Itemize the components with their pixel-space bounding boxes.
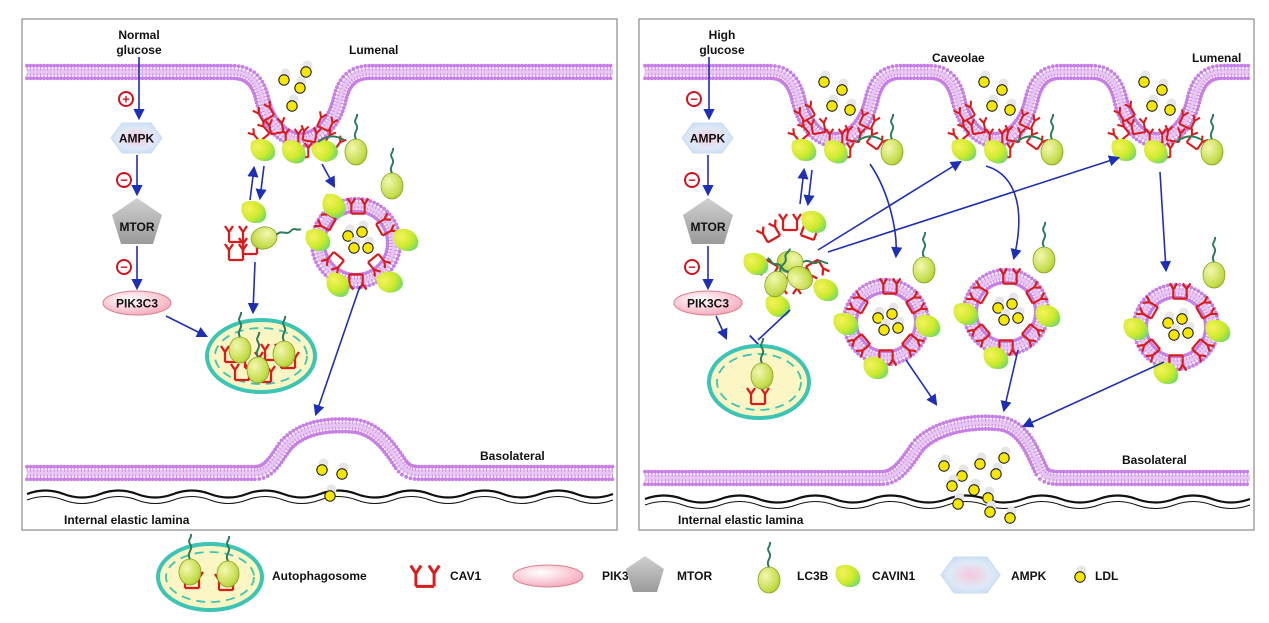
svg-text:−: − bbox=[120, 173, 128, 188]
right-pik3c3-sign: − bbox=[685, 260, 699, 275]
svg-text:−: − bbox=[688, 260, 696, 275]
legend-autophagosome-icon bbox=[158, 544, 262, 610]
right-mtor-sign: − bbox=[685, 173, 699, 188]
legend-autophagosome-label: Autophagosome bbox=[272, 569, 367, 583]
left-pik3c3-label: PIK3C3 bbox=[116, 297, 158, 311]
right-pik3c3-label: PIK3C3 bbox=[687, 297, 729, 311]
svg-text:−: − bbox=[688, 173, 696, 188]
right-mtor-label: MTOR bbox=[690, 220, 725, 234]
legend-ampk-icon bbox=[941, 557, 1000, 593]
legend-cav1-label: CAV1 bbox=[450, 569, 481, 583]
legend-lc3b-icon bbox=[758, 542, 780, 593]
legend-mtor-icon bbox=[626, 556, 664, 592]
legend-pik3c3-icon bbox=[513, 565, 583, 587]
right-lumenal-label: Lumenal bbox=[1192, 51, 1241, 65]
right-ampk-sign: − bbox=[687, 92, 701, 107]
legend-lc3b-label: LC3B bbox=[797, 569, 829, 583]
legend-ampk-label: AMPK bbox=[1011, 569, 1047, 583]
left-mtor-sign: − bbox=[117, 173, 131, 188]
right-lamina-label: Internal elastic lamina bbox=[678, 513, 804, 527]
left-pik3c3-sign: − bbox=[117, 260, 131, 275]
left-stimulus-line2: glucose bbox=[116, 43, 162, 57]
left-lumenal-label: Lumenal bbox=[349, 43, 398, 57]
legend-ldl-icon bbox=[1075, 566, 1087, 583]
left-mtor-label: MTOR bbox=[119, 220, 154, 234]
left-ampk-label: AMPK bbox=[119, 132, 155, 146]
legend-ldl-label: LDL bbox=[1095, 569, 1118, 583]
left-stimulus-line1: Normal bbox=[118, 28, 159, 42]
legend-mtor-label: MTOR bbox=[677, 569, 712, 583]
left-basolateral-label: Basolateral bbox=[480, 449, 545, 463]
legend-cavin1-icon bbox=[835, 565, 860, 587]
right-caveolae-label: Caveolae bbox=[932, 51, 985, 65]
svg-text:−: − bbox=[690, 92, 698, 107]
right-ampk-label: AMPK bbox=[690, 132, 726, 146]
svg-text:−: − bbox=[120, 260, 128, 275]
right-basolateral-label: Basolateral bbox=[1122, 453, 1187, 467]
legend-cav1-icon bbox=[411, 566, 440, 587]
left-lamina-label: Internal elastic lamina bbox=[64, 513, 190, 527]
left-ampk-sign: + bbox=[119, 92, 133, 107]
legend-cavin1-label: CAVIN1 bbox=[872, 569, 915, 583]
right-stimulus-line1: High bbox=[709, 28, 736, 42]
svg-text:+: + bbox=[122, 92, 130, 107]
right-stimulus-line2: glucose bbox=[699, 43, 745, 57]
